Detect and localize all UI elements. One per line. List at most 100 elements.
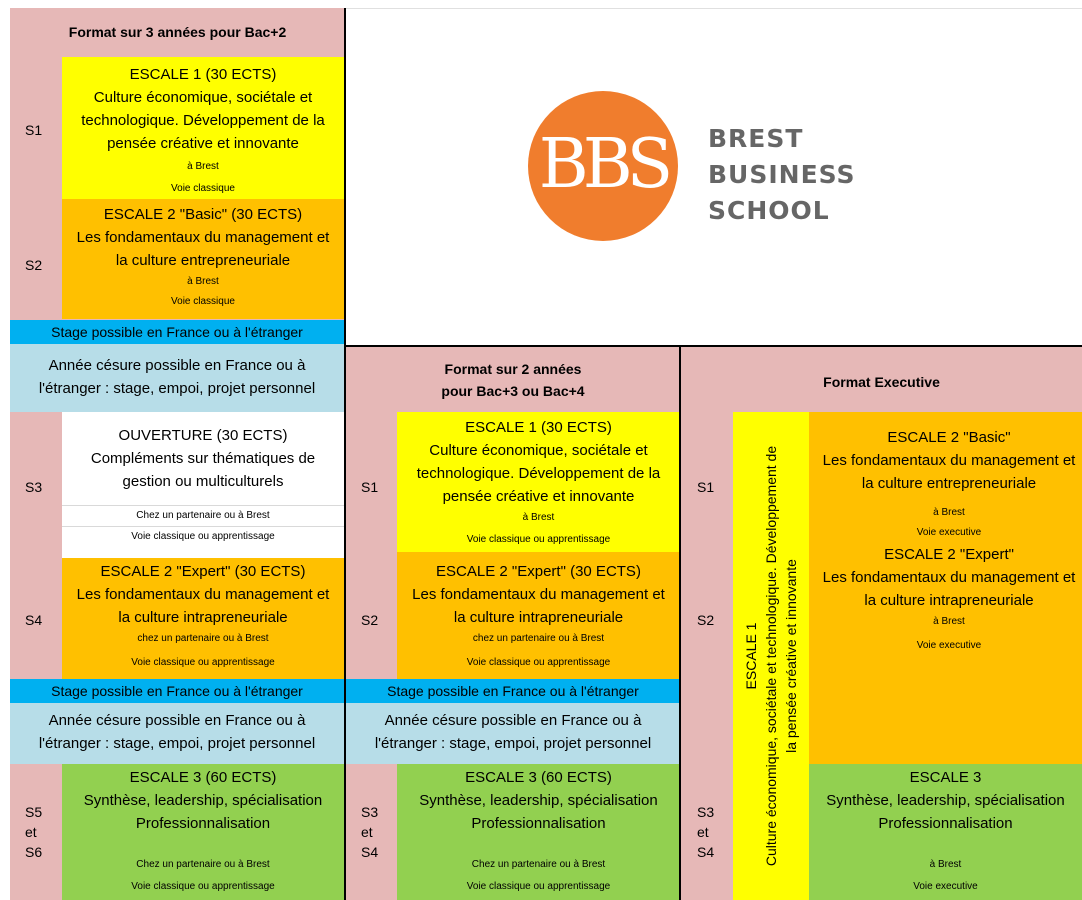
col2-escale2-expert-line2: la culture intrapreneuriale (453, 609, 624, 626)
col2-escale3-line1: Synthèse, leadership, spécialisation (419, 792, 658, 809)
col1-cesure-1-line2: l'étranger : stage, empoi, projet person… (38, 380, 316, 397)
col2-escale2-expert-track: Voie classique ou apprentissage (466, 657, 611, 668)
col1-escale1-place: à Brest (187, 161, 219, 172)
col3-escale2-basic-place: à Brest (933, 507, 965, 518)
col2-escale1-place: à Brest (522, 512, 555, 523)
bbs-logo-mark: BBS (539, 125, 669, 204)
col3-escale2-basic-title: ESCALE 2 "Basic" (887, 429, 1011, 446)
col3-escale3-place: à Brest (929, 859, 962, 870)
col1-cesure-1-line1: Année césure possible en France ou à (48, 357, 306, 374)
divider-col1 (344, 8, 346, 900)
col1-cesure-2-line2: l'étranger : stage, empoi, projet person… (38, 735, 316, 752)
school-name-line2: BUSINESS (708, 160, 856, 189)
col1-escale2-expert-line2: la culture intrapreneuriale (118, 609, 288, 626)
col1-escale1-title: ESCALE 1 (30 ECTS) (129, 66, 277, 83)
col2-escale3-cell: ESCALE 3 (60 ECTS) Synthèse, leadership,… (397, 764, 680, 900)
col1-escale1-track: Voie classique (171, 183, 235, 194)
col3-escale1-vertical-line2: Culture économique, sociétale et technol… (763, 445, 779, 867)
col1-cesure-2-line1: Année césure possible en France ou à (48, 712, 306, 729)
col1-escale2-expert-cell: ESCALE 2 "Expert" (30 ECTS) Les fondamen… (62, 558, 344, 679)
col3-escale3-title: ESCALE 3 (909, 769, 982, 786)
col3-escale1-vertical-line3: la pensée créative et innovante (783, 559, 799, 753)
col3-escale3-track: Voie executive (913, 881, 978, 892)
col2-cesure: Année césure possible en France ou à l'é… (346, 703, 680, 764)
col2-escale2-expert-line1: Les fondamentaux du management et (412, 586, 665, 603)
col1-cesure-2: Année césure possible en France ou à l'é… (10, 703, 344, 764)
col1-s6-text: S6 (25, 844, 43, 860)
col1-escale3-line1: Synthèse, leadership, spécialisation (83, 792, 323, 809)
col2-s4-text: S4 (361, 844, 379, 860)
col3-escale2-expert-title: ESCALE 2 "Expert" (884, 546, 1014, 563)
col1-s5-text: S5 (25, 804, 43, 820)
col3-escale1-vertical-text: ESCALE 1 Culture économique, sociétale e… (741, 446, 801, 866)
col1-escale1-line3: pensée créative et innovante (107, 135, 299, 152)
col1-escale2-basic-line2: la culture entrepreneuriale (115, 252, 291, 269)
col1-escale3-line2: Professionnalisation (135, 815, 271, 832)
col3-s3-s4-label: S3 et S4 (697, 802, 714, 862)
col1-header: Format sur 3 années pour Bac+2 (68, 24, 287, 40)
col2-escale2-expert-place: chez un partenaire ou à Brest (472, 633, 605, 644)
col2-escale3-place: Chez un partenaire ou à Brest (471, 859, 606, 870)
col3-escale3-line1: Synthèse, leadership, spécialisation (826, 792, 1065, 809)
col2-escale3-line2: Professionnalisation (471, 815, 606, 832)
col1-escale2-basic-title: ESCALE 2 "Basic" (30 ECTS) (103, 206, 303, 223)
col1-s4-label: S4 (25, 612, 43, 628)
col2-stage-band: Stage possible en France ou à l'étranger (346, 679, 680, 703)
col1-cesure-1: Année césure possible en France ou à l'é… (10, 344, 344, 412)
col3-escale2-basic-line1: Les fondamentaux du management et (822, 452, 1076, 469)
col3-escale1-vertical-cell: ESCALE 1 Culture économique, sociétale e… (733, 412, 809, 900)
col1-ouverture-place: Chez un partenaire ou à Brest (62, 505, 344, 526)
col2-escale1-cell: ESCALE 1 (30 ECTS) Culture économique, s… (397, 412, 680, 552)
col3-s4-text: S4 (697, 844, 715, 860)
col2-header-line1: Format sur 2 années (444, 361, 582, 377)
school-name-line1: BREST (708, 124, 804, 153)
col2-cesure-line2: l'étranger : stage, empoi, projet person… (374, 735, 652, 752)
col3-escale3-cell: ESCALE 3 Synthèse, leadership, spécialis… (809, 764, 1082, 900)
bbs-logo-icon: BBS (528, 91, 678, 241)
col2-s3-s4-label: S3 et S4 (361, 802, 378, 862)
col1-escale3-cell: ESCALE 3 (60 ECTS) Synthèse, leadership,… (62, 764, 344, 900)
col1-s3-label: S3 (25, 479, 43, 495)
col3-s2-label: S2 (697, 612, 715, 628)
col2-escale1-line2: technologique. Développement de la (416, 465, 661, 482)
col1-et-text: et (25, 824, 37, 840)
col3-escale2-expert-place: à Brest (933, 616, 965, 627)
col1-s2-label: S2 (25, 257, 43, 273)
col3-et-text: et (697, 824, 709, 840)
col2-s1-label: S1 (361, 479, 379, 495)
col3-escale2-expert-track: Voie executive (916, 640, 982, 651)
divider-col2 (679, 346, 681, 900)
col1-escale2-basic-cell: ESCALE 2 "Basic" (30 ECTS) Les fondament… (62, 199, 344, 319)
col1-ouverture-line1: Compléments sur thématiques de (90, 450, 316, 467)
col3-escale2-expert-line2: la culture intrapreneuriale (864, 592, 1034, 609)
school-name: BREST BUSINESS SCHOOL (708, 121, 856, 229)
col3-escale3-line2: Professionnalisation (878, 815, 1013, 832)
col1-escale2-expert-track: Voie classique ou apprentissage (131, 657, 275, 668)
logo-area: BBS BREST BUSINESS SCHOOL (346, 8, 1082, 346)
col1-escale1-line1: Culture économique, sociétale et (93, 89, 313, 106)
col1-escale2-expert-line1: Les fondamentaux du management et (76, 586, 330, 603)
col3-s3-text: S3 (697, 804, 715, 820)
col1-s5-s6-label: S5 et S6 (25, 802, 42, 862)
col3-escale2-expert-line1: Les fondamentaux du management et (822, 569, 1076, 586)
col3-header: Format Executive (823, 374, 940, 390)
col1-stage-band-1: Stage possible en France ou à l'étranger (10, 320, 344, 344)
col2-header: Format sur 2 années pour Bac+3 ou Bac+4 (346, 355, 680, 405)
col2-escale2-expert-cell: ESCALE 2 "Expert" (30 ECTS) Les fondamen… (397, 552, 680, 679)
col3-escale2-basic-line2: la culture entrepreneuriale (861, 475, 1037, 492)
col1-escale2-expert-title: ESCALE 2 "Expert" (30 ECTS) (100, 563, 306, 580)
col2-escale1-line3: pensée créative et innovante (442, 488, 635, 505)
col3-escale2-basic-track: Voie executive (916, 527, 982, 538)
col1-escale3-place: Chez un partenaire ou à Brest (136, 859, 270, 870)
col3-escale2-cell: ESCALE 2 "Basic" Les fondamentaux du man… (809, 412, 1082, 764)
col2-escale1-line1: Culture économique, sociétale et (429, 442, 648, 459)
divider-logo-bottom (346, 345, 1082, 347)
col2-escale3-title: ESCALE 3 (60 ECTS) (465, 769, 612, 786)
col1-ouverture-line2: gestion ou multiculturels (122, 473, 284, 490)
col3-s1-label: S1 (697, 479, 715, 495)
col1-escale2-basic-place: à Brest (187, 276, 219, 287)
col1-escale1-cell: ESCALE 1 (30 ECTS) Culture économique, s… (62, 57, 344, 199)
col2-escale2-expert-title: ESCALE 2 "Expert" (30 ECTS) (436, 563, 641, 580)
col1-escale3-title: ESCALE 3 (60 ECTS) (129, 769, 277, 786)
col2-s3-text: S3 (361, 804, 379, 820)
